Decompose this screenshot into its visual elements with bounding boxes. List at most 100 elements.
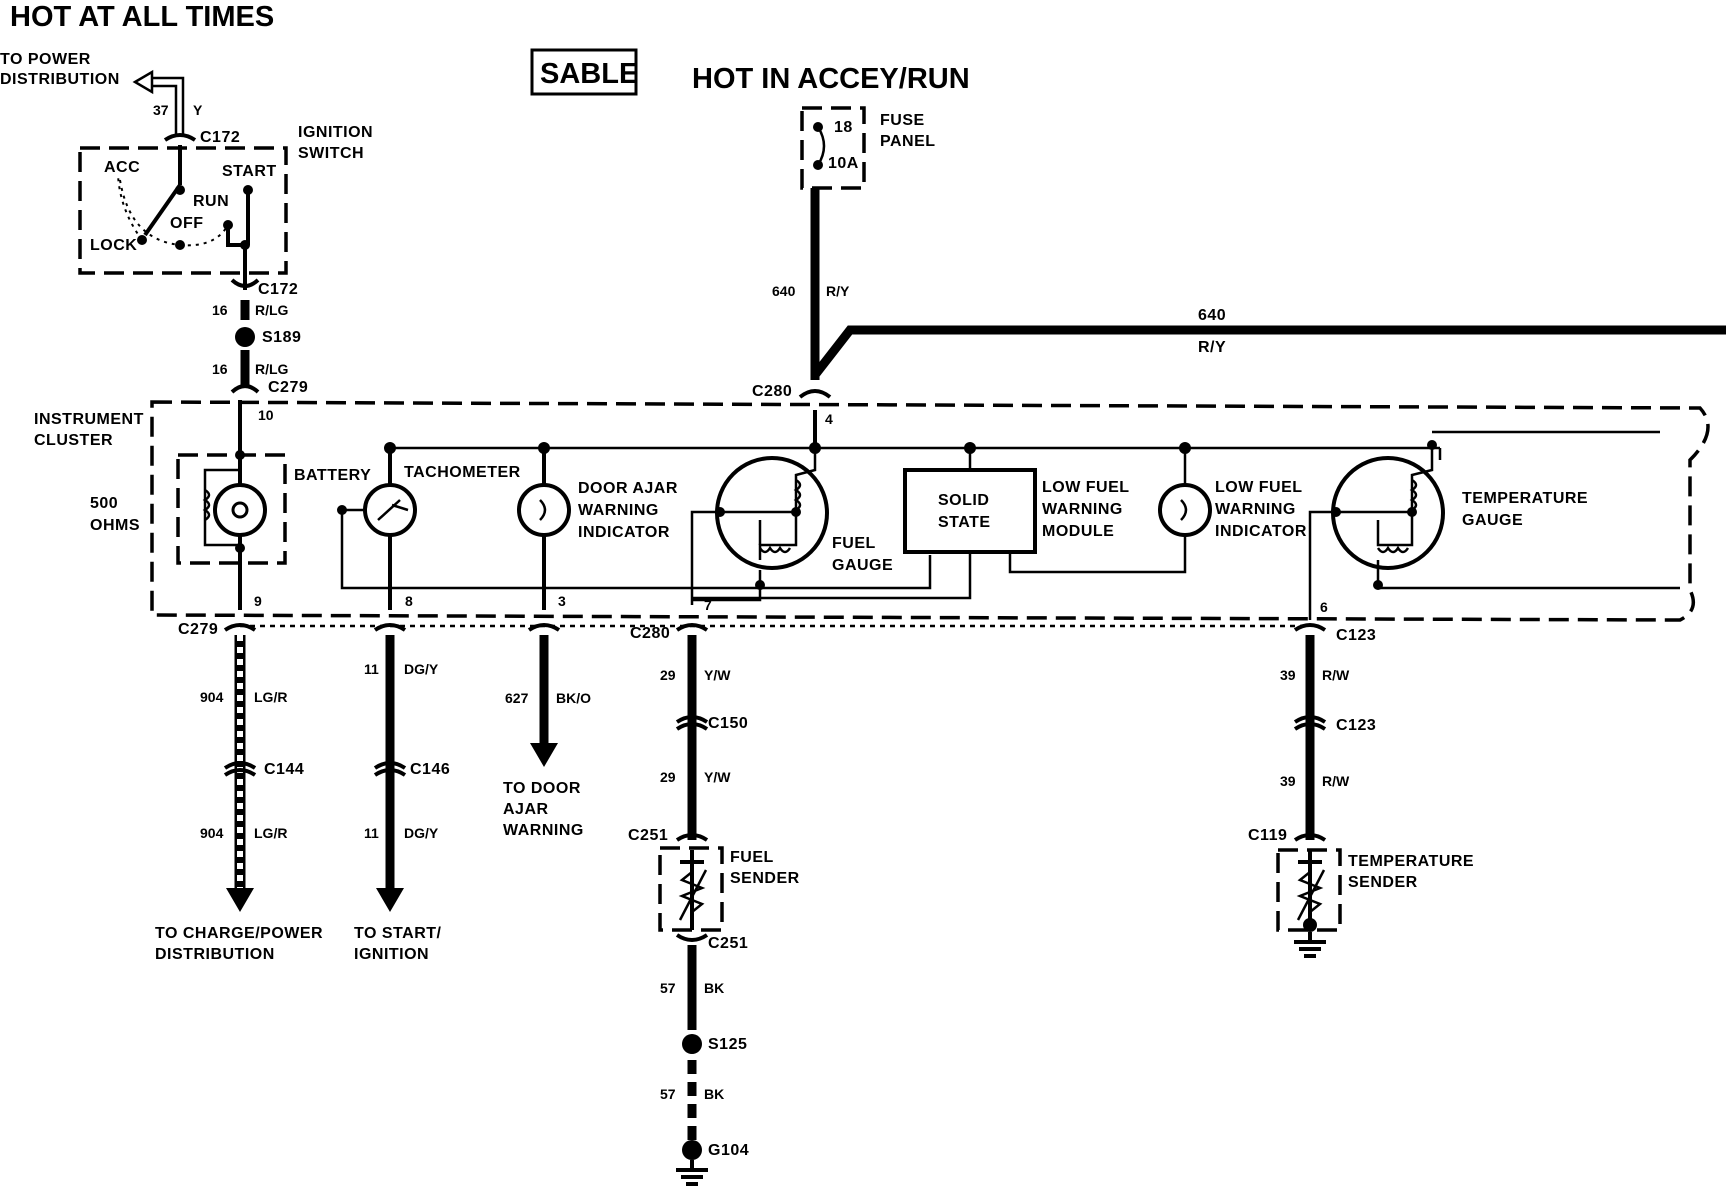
temp-connector-c119: C119 bbox=[1248, 827, 1287, 844]
instrument-cluster: INSTRUMENT CLUSTER 500 OHMS 10 4 BATTERY… bbox=[34, 400, 1710, 622]
ignition-switch-box bbox=[78, 146, 288, 275]
temperature-sender-label: TEMPERATURE bbox=[1348, 853, 1474, 870]
fuel-color-d: BK bbox=[704, 1086, 724, 1102]
header-hot-in-accy-run: HOT IN ACCEY/RUN bbox=[692, 63, 970, 95]
ignition-section: TO POWER DISTRIBUTION 37 Y C172 IGNITION… bbox=[0, 51, 373, 396]
c280-bottom: C280 bbox=[630, 625, 670, 642]
fuel-sender-label: FUEL bbox=[730, 849, 774, 866]
temperature-gauge-label: TEMPERATURE bbox=[1462, 490, 1588, 507]
fuel-circuit-c: 57 bbox=[660, 980, 676, 996]
ground-icon bbox=[1294, 932, 1326, 958]
pin-7: 7 bbox=[704, 597, 712, 613]
tachometer-label: TACHOMETER bbox=[404, 464, 521, 481]
fuel-circuit-a: 29 bbox=[660, 667, 676, 683]
door-ajar-wire: 627 BK/O TO DOOR AJAR WARNING bbox=[503, 635, 591, 839]
fuse-panel-label: FUSE bbox=[880, 112, 925, 129]
battery-circuit-b: 904 bbox=[200, 825, 224, 841]
battery-connector-c144: C144 bbox=[264, 761, 304, 778]
battery-gauge-box bbox=[176, 453, 287, 565]
splice-s189 bbox=[235, 327, 255, 347]
color-ry: R/Y bbox=[826, 283, 850, 299]
color-16b: R/LG bbox=[255, 361, 289, 377]
battery-label: BATTERY bbox=[294, 467, 371, 484]
battery-color-a: LG/R bbox=[254, 689, 287, 705]
ground-icon bbox=[676, 1160, 708, 1186]
circuit-37: 37 bbox=[153, 102, 169, 118]
battery-gauge-symbol bbox=[213, 483, 267, 537]
fuse-number: 18 bbox=[834, 119, 853, 136]
battery-destination: TO CHARGE/POWER bbox=[155, 925, 323, 942]
pin-8: 8 bbox=[405, 593, 413, 609]
header-hot-at-all-times: HOT AT ALL TIMES bbox=[10, 1, 274, 33]
color-37: Y bbox=[193, 102, 203, 118]
lfwi-label: LOW FUEL bbox=[1215, 479, 1303, 496]
door-ajar-label-2: WARNING bbox=[578, 502, 659, 519]
s189-label: S189 bbox=[262, 329, 301, 346]
door-circuit: 627 bbox=[505, 690, 529, 706]
temp-circuit-b: 39 bbox=[1280, 773, 1296, 789]
temperature-sender-wire: 39 R/W C123 39 R/W C119 TEMPERATURE SEND… bbox=[1248, 635, 1474, 958]
lfwm-label: LOW FUEL bbox=[1042, 479, 1130, 496]
ohms-label: 500 bbox=[90, 495, 118, 512]
ohms-label-2: OHMS bbox=[90, 517, 140, 534]
pin-10: 10 bbox=[258, 407, 274, 423]
ignition-switch-title-2: SWITCH bbox=[298, 145, 364, 162]
temperature-sender-label-2: SENDER bbox=[1348, 874, 1418, 891]
instrument-cluster-label-2: CLUSTER bbox=[34, 432, 113, 449]
fuse-rating: 10A bbox=[828, 155, 859, 172]
fuel-color-c: BK bbox=[704, 980, 724, 996]
bus-color-ry: R/Y bbox=[1198, 339, 1226, 356]
solid-state-label-2: STATE bbox=[938, 514, 991, 531]
model-badge-box bbox=[530, 48, 638, 96]
ground-g104-node bbox=[682, 1140, 702, 1160]
fuse-panel-label-2: PANEL bbox=[880, 133, 936, 150]
fuel-circuit-d: 57 bbox=[660, 1086, 676, 1102]
fuse-section: 18 10A FUSE PANEL 640 R/Y 640 R/Y C280 bbox=[752, 106, 1726, 400]
lfwm-label-3: MODULE bbox=[1042, 523, 1114, 540]
pin-6: 6 bbox=[1320, 599, 1328, 615]
battery-destination-2: DISTRIBUTION bbox=[155, 946, 275, 963]
battery-color-b: LG/R bbox=[254, 825, 287, 841]
fuel-connector-c150: C150 bbox=[708, 715, 748, 732]
tach-wire: 11 DG/Y C146 11 DG/Y TO START/ IGNITION bbox=[354, 635, 450, 963]
off-label: OFF bbox=[170, 215, 204, 232]
tach-destination: TO START/ bbox=[354, 925, 442, 942]
tach-connector-c146: C146 bbox=[410, 761, 450, 778]
c172-top: C172 bbox=[200, 129, 240, 146]
door-ajar-label-3: INDICATOR bbox=[578, 524, 670, 541]
g104-label: G104 bbox=[708, 1142, 749, 1159]
c123-top: C123 bbox=[1336, 627, 1376, 644]
pin-9: 9 bbox=[254, 593, 262, 609]
power-distribution-arrow bbox=[132, 69, 154, 95]
bus-circuit-640: 640 bbox=[1198, 307, 1226, 324]
fuel-gauge-label-2: GAUGE bbox=[832, 557, 893, 574]
low-fuel-warning-module bbox=[903, 468, 1037, 554]
fuel-circuit-b: 29 bbox=[660, 769, 676, 785]
fuse-panel-box bbox=[800, 106, 866, 190]
battery-wire: 904 LG/R C144 904 LG/R TO CHARGE/POWER D… bbox=[155, 635, 323, 963]
door-ajar-label: DOOR AJAR bbox=[578, 480, 678, 497]
tach-circuit-b: 11 bbox=[364, 825, 379, 841]
tach-color-a: DG/Y bbox=[404, 661, 439, 677]
door-destination: TO DOOR bbox=[503, 780, 581, 797]
to-power-distribution-label-2: DISTRIBUTION bbox=[0, 71, 120, 88]
start-label: START bbox=[222, 163, 277, 180]
lfwi-label-3: INDICATOR bbox=[1215, 523, 1307, 540]
temp-color-b: R/W bbox=[1322, 773, 1350, 789]
temp-connector-c123: C123 bbox=[1336, 717, 1376, 734]
fuel-sender-wire: 29 Y/W C150 29 Y/W C251 FUEL SENDER C251… bbox=[628, 635, 799, 1186]
instrument-cluster-label: INSTRUMENT bbox=[34, 411, 144, 428]
pin-4: 4 bbox=[825, 411, 833, 427]
c279-bottom: C279 bbox=[178, 621, 218, 638]
tach-color-b: DG/Y bbox=[404, 825, 439, 841]
tach-destination-2: IGNITION bbox=[354, 946, 429, 963]
temperature-gauge-label-2: GAUGE bbox=[1462, 512, 1523, 529]
pin-3: 3 bbox=[558, 593, 566, 609]
fuel-connector-c251-bottom: C251 bbox=[708, 935, 748, 952]
door-destination-3: WARNING bbox=[503, 822, 584, 839]
model-badge: SABLE bbox=[540, 58, 638, 90]
circuit-16b: 16 bbox=[212, 361, 228, 377]
fuel-connector-c251-top: C251 bbox=[628, 827, 668, 844]
instrument-cluster-outline bbox=[150, 400, 1710, 622]
